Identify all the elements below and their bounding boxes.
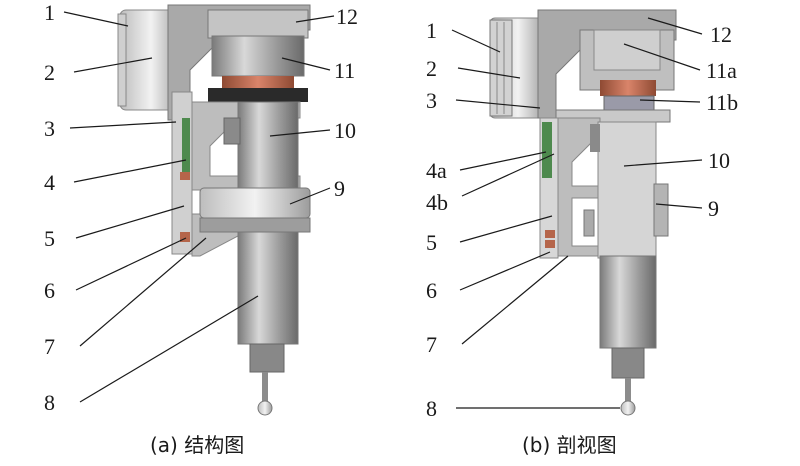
bracket-cap xyxy=(207,9,309,39)
circuit-board xyxy=(182,118,190,180)
board-b xyxy=(542,122,552,178)
label-a-12: 12 xyxy=(336,4,358,29)
pad-b-2 xyxy=(545,240,555,248)
label-a-3: 3 xyxy=(44,116,55,141)
probe-body-b xyxy=(599,255,657,349)
label-a-1: 1 xyxy=(44,0,55,25)
label-b-11b: 11b xyxy=(706,90,738,115)
label-b-7: 7 xyxy=(426,332,437,357)
upper-cylinder xyxy=(211,35,305,77)
label-b-11a: 11a xyxy=(706,58,737,83)
label-b-5: 5 xyxy=(426,230,437,255)
leaders-a xyxy=(63,11,335,403)
probe-tip-b xyxy=(620,400,636,416)
probe-body xyxy=(237,231,299,345)
label-b-10: 10 xyxy=(708,148,730,173)
probe-stem xyxy=(262,372,268,402)
label-a-4: 4 xyxy=(44,170,55,195)
label-b-3: 3 xyxy=(426,88,437,113)
structure-drawing xyxy=(117,4,311,416)
column-knob xyxy=(223,117,241,145)
label-b-12: 12 xyxy=(710,22,732,47)
clamp-b xyxy=(653,183,669,237)
bolt-b xyxy=(583,209,595,237)
copper-pad-lower xyxy=(180,232,190,242)
bearing-b xyxy=(603,95,655,111)
column-b xyxy=(597,121,657,259)
label-b-4a: 4a xyxy=(426,158,447,183)
label-b-1: 1 xyxy=(426,18,437,43)
label-a-6: 6 xyxy=(44,278,55,303)
dark-ring xyxy=(208,88,308,102)
caption-a: (a) 结构图 xyxy=(150,433,244,457)
clamp-body xyxy=(199,217,311,233)
copper-ring-b xyxy=(600,80,656,96)
copper-ring xyxy=(222,76,294,88)
section-drawing xyxy=(489,9,677,416)
copper-pad-upper xyxy=(180,172,190,180)
labels-b: 1 2 3 4a 4b 5 6 7 8 9 10 11a 11b 12 xyxy=(426,18,738,421)
probe-neck-b xyxy=(611,347,645,379)
label-b-9: 9 xyxy=(708,196,719,221)
label-a-9: 9 xyxy=(334,176,345,201)
column-side-b xyxy=(590,124,600,152)
label-a-7: 7 xyxy=(44,334,55,359)
label-b-4b: 4b xyxy=(426,190,448,215)
labels-a: 1 2 3 4 5 6 7 8 9 10 11 12 xyxy=(44,0,358,415)
label-a-11: 11 xyxy=(334,58,355,83)
label-b-2: 2 xyxy=(426,56,437,81)
probe-tip xyxy=(257,400,273,416)
probe-stem-b xyxy=(625,378,631,402)
caption-b: (b) 剖视图 xyxy=(522,433,617,457)
probe-neck xyxy=(249,343,285,373)
label-a-2: 2 xyxy=(44,60,55,85)
label-b-6: 6 xyxy=(426,278,437,303)
label-b-8: 8 xyxy=(426,396,437,421)
column xyxy=(237,101,299,191)
housing-slot-b xyxy=(593,29,661,71)
wheel-rim xyxy=(117,13,127,107)
pad-b-1 xyxy=(545,230,555,238)
label-a-5: 5 xyxy=(44,226,55,251)
label-a-10: 10 xyxy=(334,118,356,143)
label-a-8: 8 xyxy=(44,390,55,415)
wheel-ribs-b xyxy=(489,19,513,117)
leaders-b xyxy=(451,17,703,409)
